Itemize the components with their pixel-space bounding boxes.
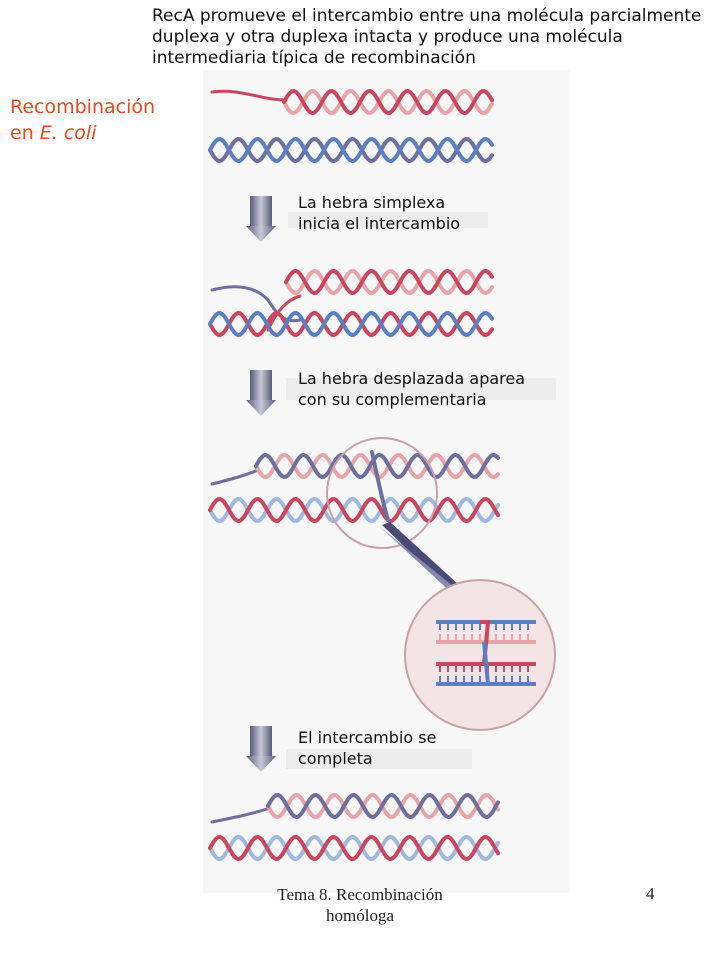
intact-duplex-strand-back — [208, 136, 494, 164]
title-line-2: en E. coli — [10, 120, 155, 146]
stage-2-molecules — [208, 268, 494, 338]
step-3-line-1: El intercambio se — [298, 728, 437, 747]
lower-heteroduplex-strand-front — [208, 496, 500, 524]
highlight-circle — [326, 437, 438, 549]
donor-duplex-strand-front — [284, 268, 494, 296]
step-2-line-2: con su complementaria — [298, 390, 487, 409]
step-1-line-2: inicia el intercambio — [298, 214, 461, 233]
partial-duplex-strand-front — [282, 88, 494, 116]
title-organism: E. coli — [39, 122, 97, 144]
step-label-1: La hebra simplexa inicia el intercambio — [288, 192, 488, 234]
title-prefix: en — [10, 122, 40, 144]
page-number: 4 — [646, 884, 655, 903]
upper-product-strand-front — [266, 792, 500, 820]
upper-heteroduplex-strand-front — [254, 452, 500, 480]
footer-title: Tema 8. Recombinación homóloga — [250, 884, 470, 926]
step-1-line-1: La hebra simplexa — [298, 193, 446, 212]
step-3-line-2: completa — [298, 749, 373, 768]
base-pair-detail — [436, 620, 536, 686]
lower-heteroduplex-strand-back — [208, 496, 500, 524]
step-label-2: La hebra desplazada aparea con su comple… — [286, 368, 556, 410]
crossover-link — [482, 641, 490, 685]
stage-1-molecules — [208, 88, 494, 164]
stage-4-molecules — [208, 792, 500, 862]
holliday-crossing — [370, 450, 390, 522]
intact-duplex-strand-front — [208, 136, 494, 164]
displaced-strand — [210, 468, 260, 486]
lower-product-strand-back — [208, 834, 500, 862]
top-caption: RecA promueve el intercambio entre una m… — [152, 6, 712, 69]
down-arrow-icon — [246, 196, 276, 242]
recipient-duplex-strand-front — [208, 310, 494, 338]
step-2-line-1: La hebra desplazada aparea — [298, 369, 526, 388]
recipient-duplex-strand-back — [208, 310, 494, 338]
footer-line-1: Tema 8. Recombinación — [277, 885, 443, 904]
down-arrow-icon — [246, 370, 276, 416]
lower-product-strand-front — [208, 834, 500, 862]
product-tail — [210, 806, 272, 824]
magnified-circle — [404, 579, 556, 731]
single-strand-tail — [210, 89, 288, 102]
step-label-3: El intercambio se completa — [286, 727, 472, 769]
footer-line-2: homóloga — [326, 906, 394, 925]
down-arrow-icon — [246, 726, 276, 772]
stage-3-molecules — [208, 450, 500, 524]
partial-duplex-strand-back — [282, 88, 494, 116]
page-title: Recombinación en E. coli — [10, 94, 155, 146]
title-line-1: Recombinación — [10, 96, 156, 118]
